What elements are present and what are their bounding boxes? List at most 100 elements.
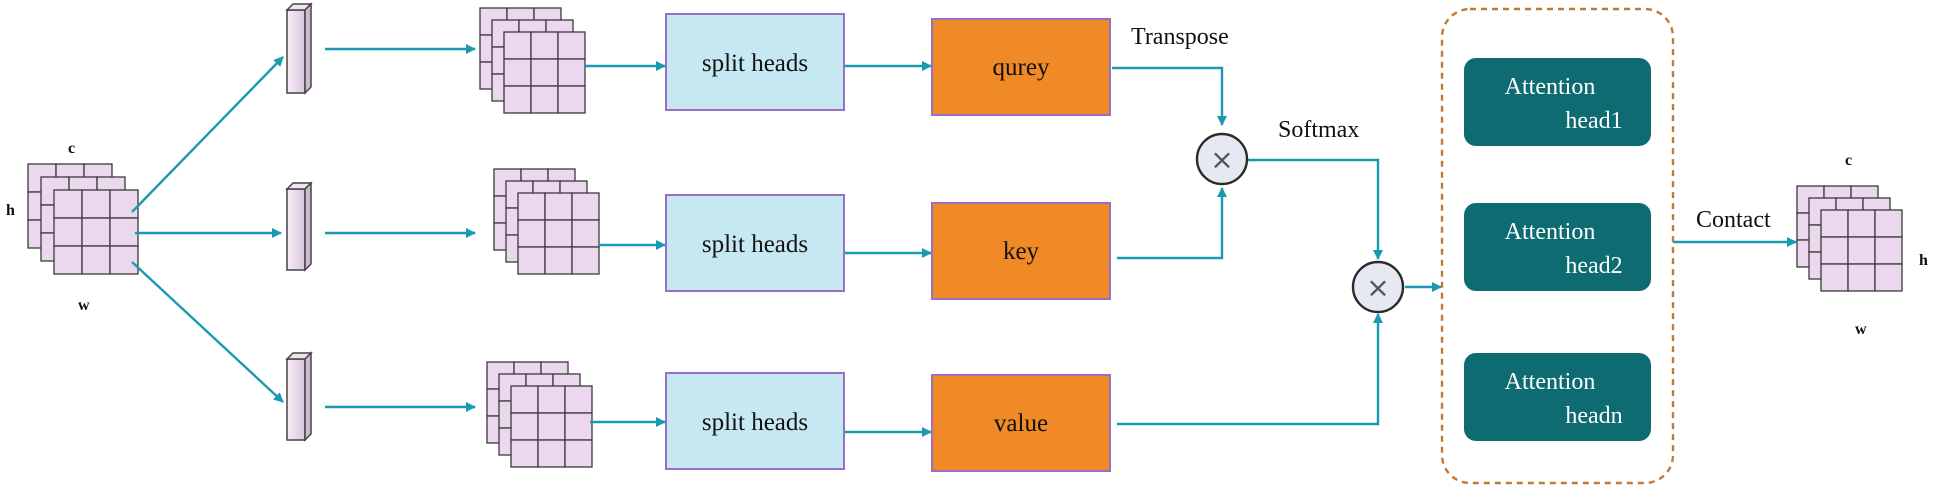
attention-head-3-line1: Attention xyxy=(1505,369,1596,395)
intermediate-tensor-3-cell xyxy=(510,439,539,468)
multiply-circle-1 xyxy=(1195,132,1249,186)
intermediate-tensor-2-layer-3 xyxy=(517,192,600,275)
intermediate-tensor-2 xyxy=(493,168,600,275)
output-tensor-layer-3 xyxy=(1820,209,1903,292)
intermediate-tensor-1-cell xyxy=(503,58,532,87)
output-tensor-cell xyxy=(1820,209,1849,238)
input-w-label: w xyxy=(78,297,90,314)
attention-heads-container: Attention head1 Attention head2 Attentio… xyxy=(1440,7,1675,485)
attention-head-2-line1: Attention xyxy=(1505,219,1596,245)
contact-label: Contact xyxy=(1696,207,1771,233)
key-label: key xyxy=(1003,238,1040,265)
intermediate-tensor-3-cell xyxy=(537,439,566,468)
input-tensor-cell xyxy=(53,245,83,275)
multiply-operator-2: × xyxy=(1351,260,1405,314)
projection-vectors xyxy=(285,2,313,442)
intermediate-tensor-1-cell xyxy=(557,31,586,60)
input-tensor-cell xyxy=(109,217,139,247)
output-h-label: h xyxy=(1919,252,1928,269)
input-tensor-layer-3 xyxy=(53,189,139,275)
value-box xyxy=(931,374,1111,472)
intermediate-tensor-3-cell xyxy=(564,412,593,441)
intermediate-tensor-2-cell xyxy=(517,192,546,221)
intermediate-tensor-2-cell xyxy=(544,246,573,275)
value-label: value xyxy=(994,410,1048,437)
input-tensor: c h w xyxy=(6,140,139,314)
attention-head-box-3 xyxy=(1464,353,1651,441)
intermediate-tensor-1-cell xyxy=(530,58,559,87)
vector-bar-1 xyxy=(286,9,306,94)
vector-bar-3-side xyxy=(304,351,312,442)
input-tensor-cell xyxy=(53,189,83,219)
attention-head-1-line2: head1 xyxy=(1565,108,1622,134)
arrow-value-to-multiply-2 xyxy=(1117,313,1383,426)
intermediate-tensor-2-cell xyxy=(571,246,600,275)
intermediate-tensor-1 xyxy=(479,7,586,114)
intermediate-tensor-2-cell xyxy=(517,246,546,275)
intermediate-tensor-2-cell xyxy=(517,219,546,248)
softmax-label: Softmax xyxy=(1278,117,1359,143)
intermediate-tensor-1-cell xyxy=(503,85,532,114)
split-heads-box-3 xyxy=(665,372,845,470)
output-tensor-cell xyxy=(1820,236,1849,265)
multiply-icon-1: × xyxy=(1210,143,1233,176)
input-c-label: c xyxy=(68,140,75,157)
vector-bar-2 xyxy=(286,188,306,271)
input-tensor-cell xyxy=(81,245,111,275)
arrow-input-to-vector-3 xyxy=(131,261,284,403)
qkv-boxes: qurey key value xyxy=(931,18,1111,472)
intermediate-tensor-1-cell xyxy=(557,85,586,114)
output-tensor-cell xyxy=(1820,263,1849,292)
query-label: qurey xyxy=(993,54,1050,81)
intermediate-tensor-2-cell xyxy=(571,192,600,221)
attention-head-1-line1: Attention xyxy=(1505,74,1596,100)
intermediate-tensor-2-cell xyxy=(571,219,600,248)
intermediate-tensor-3-layer-3 xyxy=(510,385,593,468)
arrow-query-to-multiply-1 xyxy=(1112,66,1227,126)
attention-head-box-1 xyxy=(1464,58,1651,146)
vector-bar-2-side xyxy=(304,181,312,272)
output-tensor-cell xyxy=(1874,263,1903,292)
vector-bar-1-side xyxy=(304,2,312,95)
intermediate-tensor-3 xyxy=(486,361,593,468)
arrow-input-to-vector-1 xyxy=(131,56,284,213)
input-tensor-cell xyxy=(81,189,111,219)
connectors xyxy=(131,44,1797,437)
intermediate-tensor-1-cell xyxy=(530,31,559,60)
intermediate-tensor-3-cell xyxy=(537,412,566,441)
input-tensor-cell xyxy=(81,217,111,247)
intermediate-tensor-1-cell xyxy=(557,58,586,87)
vector-bar-3 xyxy=(286,358,306,441)
output-tensor-cell xyxy=(1874,236,1903,265)
intermediate-tensor-2-cell xyxy=(544,219,573,248)
arrow-key-to-multiply-1 xyxy=(1117,187,1227,260)
transpose-label: Transpose xyxy=(1131,24,1229,50)
multiply-operator-1: × xyxy=(1195,132,1249,186)
intermediate-tensor-3-cell xyxy=(564,385,593,414)
input-tensor-cell xyxy=(109,189,139,219)
key-box xyxy=(931,202,1111,300)
intermediate-tensor-2-cell xyxy=(544,192,573,221)
intermediate-tensor-1-cell xyxy=(530,85,559,114)
input-h-label: h xyxy=(6,202,15,219)
split-heads-box-2 xyxy=(665,194,845,292)
attention-head-box-2 xyxy=(1464,203,1651,291)
output-tensor: c h w xyxy=(1796,152,1928,338)
input-tensor-cell xyxy=(53,217,83,247)
multiply-icon-2: × xyxy=(1366,271,1389,304)
output-w-label: w xyxy=(1855,321,1867,338)
intermediate-tensor-3-cell xyxy=(537,385,566,414)
attention-head-3-line2: headn xyxy=(1565,403,1622,429)
intermediate-tensor-3-cell xyxy=(510,412,539,441)
output-tensor-cell xyxy=(1847,263,1876,292)
split-heads-boxes: split heads split heads split heads xyxy=(665,13,845,470)
split-heads-box-1 xyxy=(665,13,845,111)
split-heads-label-3: split heads xyxy=(702,409,808,436)
split-heads-label-2: split heads xyxy=(702,231,808,258)
query-box xyxy=(931,18,1111,116)
output-c-label: c xyxy=(1845,152,1852,169)
output-tensor-cell xyxy=(1847,236,1876,265)
intermediate-tensor-3-cell xyxy=(564,439,593,468)
intermediate-tensor-1-layer-3 xyxy=(503,31,586,114)
